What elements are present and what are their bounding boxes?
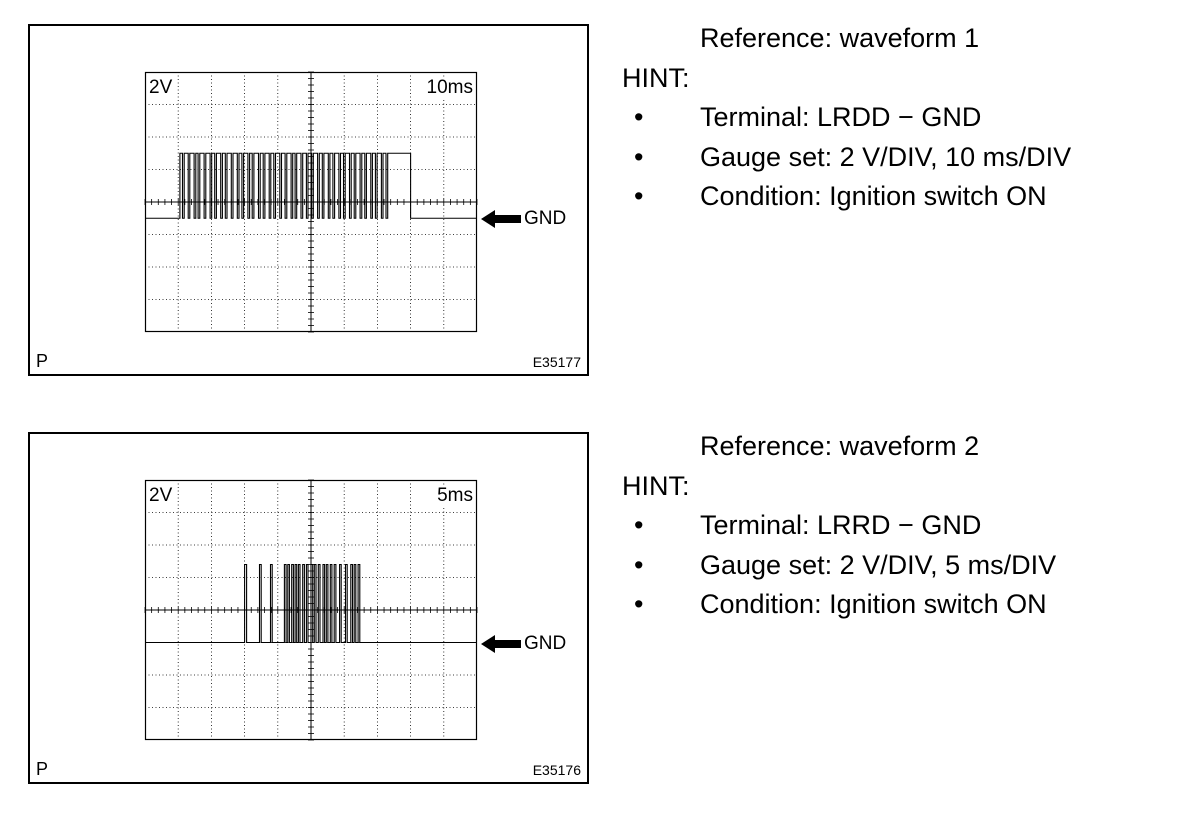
bullet-text: Terminal: LRDD − GND [700, 102, 982, 132]
corner-letter: P [36, 351, 49, 371]
time-per-div-label: 10ms [425, 77, 474, 98]
reference-title: Reference: waveform 2 [700, 431, 980, 461]
hint-heading: HINT: [622, 470, 690, 501]
bullet-icon: • [634, 589, 644, 619]
oscilloscope-screen: 2V 10ms [144, 71, 478, 333]
corner-letter: P [36, 759, 49, 779]
waveform-panel-2: 2V 5ms GND P E35176 [28, 432, 589, 784]
figure-code: E35176 [532, 762, 581, 778]
reference-title: Reference: waveform 1 [700, 23, 980, 53]
waveform-description-2: Reference: waveform 2 HINT: • Terminal: … [622, 427, 1056, 625]
bullet-icon: • [634, 549, 644, 580]
volts-per-div-label: 2V [148, 77, 174, 98]
scope-grid-and-trace [144, 71, 478, 333]
time-per-div-label: 5ms [436, 485, 474, 506]
gnd-label: GND [524, 632, 567, 654]
gnd-marker: GND [481, 208, 566, 230]
scope-grid-and-trace [144, 479, 478, 741]
bullet-item: • Terminal: LRRD − GND [622, 506, 1056, 546]
bullet-icon: • [634, 102, 644, 132]
waveform-panel-1: 2V 10ms GND P E35177 [28, 24, 589, 376]
bullet-icon: • [634, 141, 644, 172]
bullet-item: • Condition: Ignition switch ON [622, 585, 1056, 625]
left-arrow-icon [481, 210, 521, 229]
bullet-text: Gauge set: 2 V/DIV, 5 ms/DIV [700, 549, 1057, 580]
volts-per-div-label: 2V [148, 485, 174, 506]
oscilloscope-screen: 2V 5ms [144, 479, 478, 741]
bullet-text: Condition: Ignition switch ON [700, 181, 1047, 211]
bullet-text: Condition: Ignition switch ON [700, 589, 1047, 619]
hint-heading: HINT: [622, 62, 690, 93]
waveform-description-1: Reference: waveform 1 HINT: • Terminal: … [622, 19, 1071, 217]
bullet-item: • Gauge set: 2 V/DIV, 5 ms/DIV [622, 546, 1056, 586]
gnd-marker: GND [481, 633, 566, 655]
left-arrow-icon [481, 634, 521, 653]
figure-code: E35177 [532, 354, 581, 370]
signal-trace [145, 152, 477, 219]
gnd-label: GND [524, 208, 567, 230]
bullet-text: Terminal: LRRD − GND [700, 510, 982, 540]
bullet-icon: • [634, 181, 644, 211]
bullet-item: • Condition: Ignition switch ON [622, 177, 1071, 217]
bullet-item: • Terminal: LRDD − GND [622, 98, 1071, 138]
bullet-item: • Gauge set: 2 V/DIV, 10 ms/DIV [622, 138, 1071, 178]
bullet-icon: • [634, 510, 644, 540]
signal-trace [145, 563, 477, 644]
bullet-text: Gauge set: 2 V/DIV, 10 ms/DIV [700, 141, 1072, 172]
